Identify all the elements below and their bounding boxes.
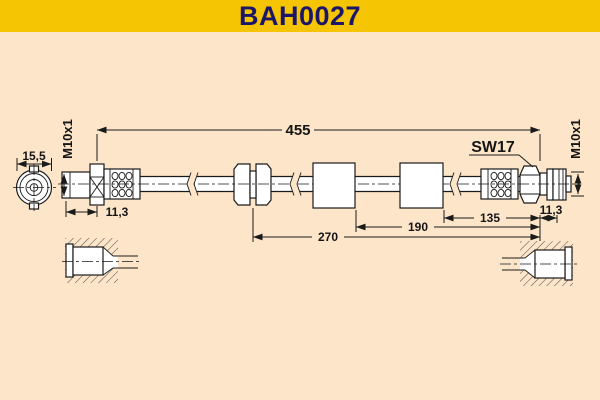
crimp-corrugation-right	[490, 171, 512, 198]
crimp-corrugation-left	[111, 171, 133, 198]
dimension-135: 135	[443, 210, 540, 225]
svg-text:15,5: 15,5	[22, 149, 46, 163]
right-fitting	[480, 165, 572, 204]
sleeve-2	[399, 162, 444, 209]
svg-text:455: 455	[285, 122, 310, 139]
header-bar: BAH0027	[0, 0, 600, 32]
label-thread-right: M10x1	[568, 119, 583, 159]
label-hex-size: SW17	[469, 139, 534, 168]
dimension-270: 270	[252, 208, 540, 244]
svg-text:270: 270	[318, 230, 338, 244]
end-view	[13, 164, 56, 211]
sleeve-1	[312, 162, 356, 209]
bracket-view-left	[62, 238, 140, 283]
svg-text:11,3: 11,3	[540, 203, 563, 217]
bracket-view-right	[500, 241, 578, 286]
label-thread-left: M10x1	[60, 119, 75, 159]
dimension-15-5: 15,5	[16, 149, 52, 171]
dimension-190: 190	[355, 210, 540, 234]
part-number-title: BAH0027	[238, 0, 362, 31]
left-fitting	[61, 163, 141, 206]
svg-text:135: 135	[480, 211, 500, 225]
dimension-11-3-left: 11,3	[65, 201, 129, 219]
break-symbols	[186, 172, 462, 196]
svg-text:11,3: 11,3	[106, 205, 129, 219]
svg-text:SW17: SW17	[471, 139, 515, 156]
hex-nut	[519, 165, 541, 204]
svg-text:190: 190	[408, 220, 428, 234]
grommet	[233, 163, 272, 206]
dimension-455: 455	[96, 122, 541, 161]
thread-dia-right	[571, 171, 584, 197]
dimension-11-3-right: 11,3	[538, 203, 565, 241]
